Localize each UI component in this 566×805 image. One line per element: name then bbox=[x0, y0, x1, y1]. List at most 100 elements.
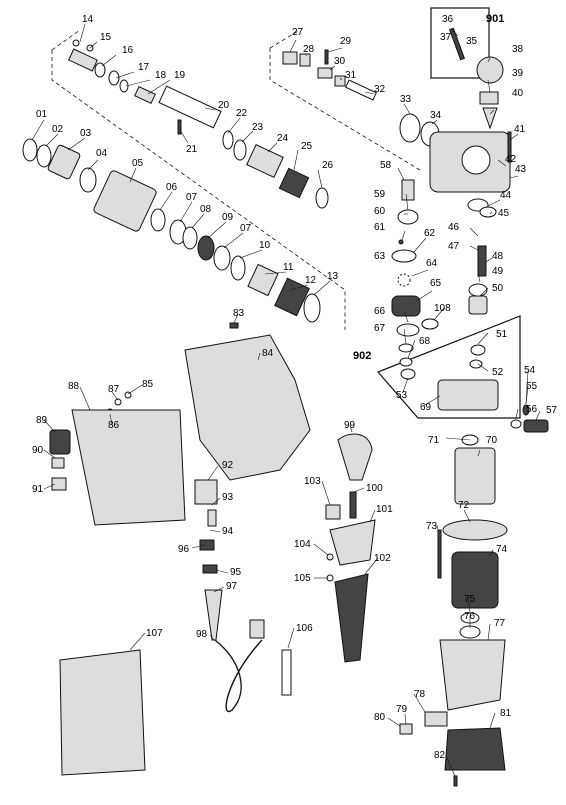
part-label-34: 34 bbox=[430, 110, 442, 121]
part-label-82: 82 bbox=[434, 750, 446, 761]
part-label-42: 42 bbox=[505, 154, 517, 165]
part-label-108: 108 bbox=[434, 303, 451, 314]
part-labels: 901 902 01 02 03 04 05 06 07 08 09 07 10… bbox=[32, 13, 558, 761]
part-label-105: 105 bbox=[294, 573, 311, 584]
part-label-89: 89 bbox=[36, 415, 48, 426]
part-label-51: 51 bbox=[496, 329, 508, 340]
part-label-70: 70 bbox=[486, 435, 498, 446]
part-label-75: 75 bbox=[464, 594, 476, 605]
part-label-07b: 07 bbox=[240, 223, 252, 234]
part-label-29: 29 bbox=[340, 36, 352, 47]
part-label-07: 07 bbox=[186, 192, 198, 203]
part-label-10: 10 bbox=[259, 240, 271, 251]
part-label-88: 88 bbox=[68, 381, 80, 392]
part-label-53: 53 bbox=[396, 390, 408, 401]
part-label-58: 58 bbox=[380, 160, 392, 171]
part-label-61: 61 bbox=[374, 222, 386, 233]
part-label-63: 63 bbox=[374, 251, 386, 262]
part-label-13: 13 bbox=[327, 271, 339, 282]
assembly-label-901: 901 bbox=[486, 13, 504, 25]
part-label-74: 74 bbox=[496, 544, 508, 555]
part-label-06: 06 bbox=[166, 182, 178, 193]
part-label-15: 15 bbox=[100, 32, 112, 43]
part-label-103: 103 bbox=[304, 476, 321, 487]
part-label-86: 86 bbox=[108, 420, 120, 431]
part-label-106: 106 bbox=[296, 623, 313, 634]
part-label-78: 78 bbox=[414, 689, 426, 700]
leader-lines bbox=[31, 23, 541, 777]
part-label-44: 44 bbox=[500, 190, 512, 201]
part-label-48: 48 bbox=[492, 251, 504, 262]
part-label-12: 12 bbox=[305, 275, 317, 286]
part-label-09: 09 bbox=[222, 212, 234, 223]
part-label-18: 18 bbox=[155, 70, 167, 81]
part-label-14: 14 bbox=[82, 14, 94, 25]
part-label-47: 47 bbox=[448, 241, 460, 252]
part-label-11: 11 bbox=[283, 262, 294, 273]
part-label-25: 25 bbox=[301, 141, 313, 152]
part-label-39: 39 bbox=[512, 68, 524, 79]
part-label-49: 49 bbox=[492, 266, 504, 277]
part-label-16: 16 bbox=[122, 45, 134, 56]
part-label-71: 71 bbox=[428, 435, 440, 446]
part-label-107: 107 bbox=[146, 628, 163, 639]
part-label-36: 36 bbox=[442, 14, 454, 25]
part-label-84: 84 bbox=[262, 348, 274, 359]
part-label-40: 40 bbox=[512, 88, 524, 99]
part-label-79: 79 bbox=[396, 704, 408, 715]
part-label-19: 19 bbox=[174, 70, 186, 81]
part-label-98: 98 bbox=[196, 629, 208, 640]
part-label-68: 68 bbox=[419, 336, 431, 347]
frame-top bbox=[269, 29, 421, 171]
part-label-22: 22 bbox=[236, 108, 248, 119]
part-label-46: 46 bbox=[448, 222, 460, 233]
part-label-45: 45 bbox=[498, 208, 510, 219]
part-label-23: 23 bbox=[252, 122, 264, 133]
part-label-77: 77 bbox=[494, 618, 506, 629]
part-label-83: 83 bbox=[233, 308, 245, 319]
part-label-65: 65 bbox=[430, 278, 442, 289]
part-label-03: 03 bbox=[80, 128, 92, 139]
part-label-33: 33 bbox=[400, 94, 412, 105]
part-label-96: 96 bbox=[178, 544, 190, 555]
part-label-30: 30 bbox=[334, 56, 346, 67]
part-label-95: 95 bbox=[230, 567, 242, 578]
part-label-50: 50 bbox=[492, 283, 504, 294]
part-label-60: 60 bbox=[374, 206, 386, 217]
part-label-08: 08 bbox=[200, 204, 212, 215]
part-label-99: 99 bbox=[344, 420, 356, 431]
part-label-101: 101 bbox=[376, 504, 393, 515]
part-label-31: 31 bbox=[345, 70, 357, 81]
part-label-94: 94 bbox=[222, 526, 234, 537]
part-label-27: 27 bbox=[292, 27, 304, 38]
part-label-21: 21 bbox=[186, 144, 198, 155]
part-label-26: 26 bbox=[322, 160, 334, 171]
part-label-90: 90 bbox=[32, 445, 44, 456]
part-label-55: 55 bbox=[526, 381, 538, 392]
part-label-87: 87 bbox=[108, 384, 120, 395]
part-label-56: 56 bbox=[526, 404, 538, 415]
part-label-91: 91 bbox=[32, 484, 44, 495]
part-label-66: 66 bbox=[374, 306, 386, 317]
part-label-28: 28 bbox=[303, 44, 315, 55]
part-label-64: 64 bbox=[426, 258, 438, 269]
assembly-label-902: 902 bbox=[353, 350, 371, 362]
part-label-62: 62 bbox=[424, 228, 436, 239]
part-label-37: 37 bbox=[440, 32, 452, 43]
part-label-57: 57 bbox=[546, 405, 558, 416]
part-label-104: 104 bbox=[294, 539, 311, 550]
part-label-93: 93 bbox=[222, 492, 234, 503]
part-label-41: 41 bbox=[514, 124, 526, 135]
part-label-35: 35 bbox=[466, 36, 478, 47]
part-label-69: 69 bbox=[420, 402, 432, 413]
part-label-92: 92 bbox=[222, 460, 234, 471]
part-label-02: 02 bbox=[52, 124, 64, 135]
part-label-97: 97 bbox=[226, 581, 238, 592]
part-label-72: 72 bbox=[458, 500, 470, 511]
part-label-20: 20 bbox=[218, 100, 230, 111]
part-label-38: 38 bbox=[512, 44, 524, 55]
part-label-73: 73 bbox=[426, 521, 438, 532]
part-label-52: 52 bbox=[492, 367, 504, 378]
